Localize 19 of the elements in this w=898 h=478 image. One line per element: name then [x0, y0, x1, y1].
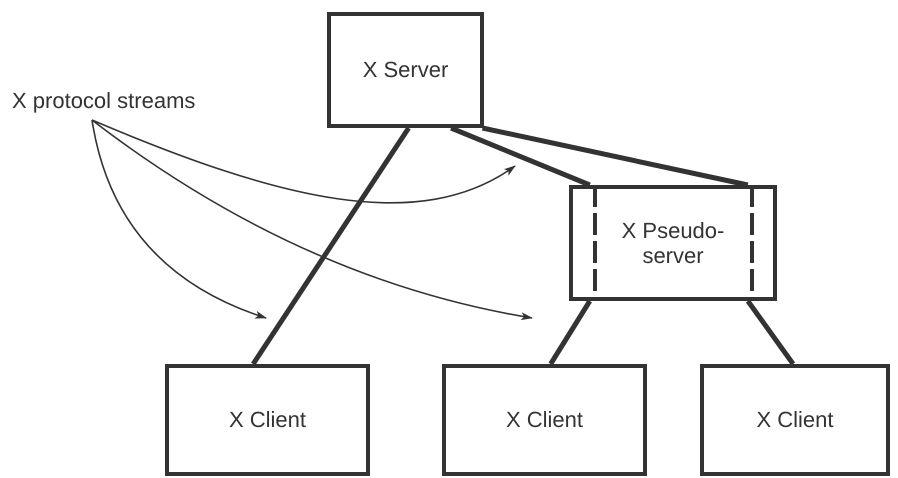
- connector-line: [548, 300, 592, 366]
- connector-line: [482, 126, 748, 188]
- connector-line: [251, 126, 411, 366]
- callout-text: X protocol streams: [12, 88, 196, 114]
- connector-line: [450, 126, 591, 188]
- box-label: X Pseudo-server: [620, 218, 726, 268]
- box-label: X Client: [756, 407, 834, 433]
- arrow: [92, 119, 533, 320]
- box-label: X Client: [228, 407, 306, 433]
- process-box: [700, 364, 890, 476]
- process-box: [442, 364, 647, 476]
- box-label: X Client: [506, 407, 584, 433]
- arrow: [92, 119, 516, 204]
- arrow: [91, 120, 267, 319]
- process-box: [165, 364, 370, 476]
- box-label: X Server: [362, 57, 448, 83]
- process-box: [327, 12, 484, 128]
- connector-line: [746, 300, 796, 366]
- process-box: [569, 185, 777, 301]
